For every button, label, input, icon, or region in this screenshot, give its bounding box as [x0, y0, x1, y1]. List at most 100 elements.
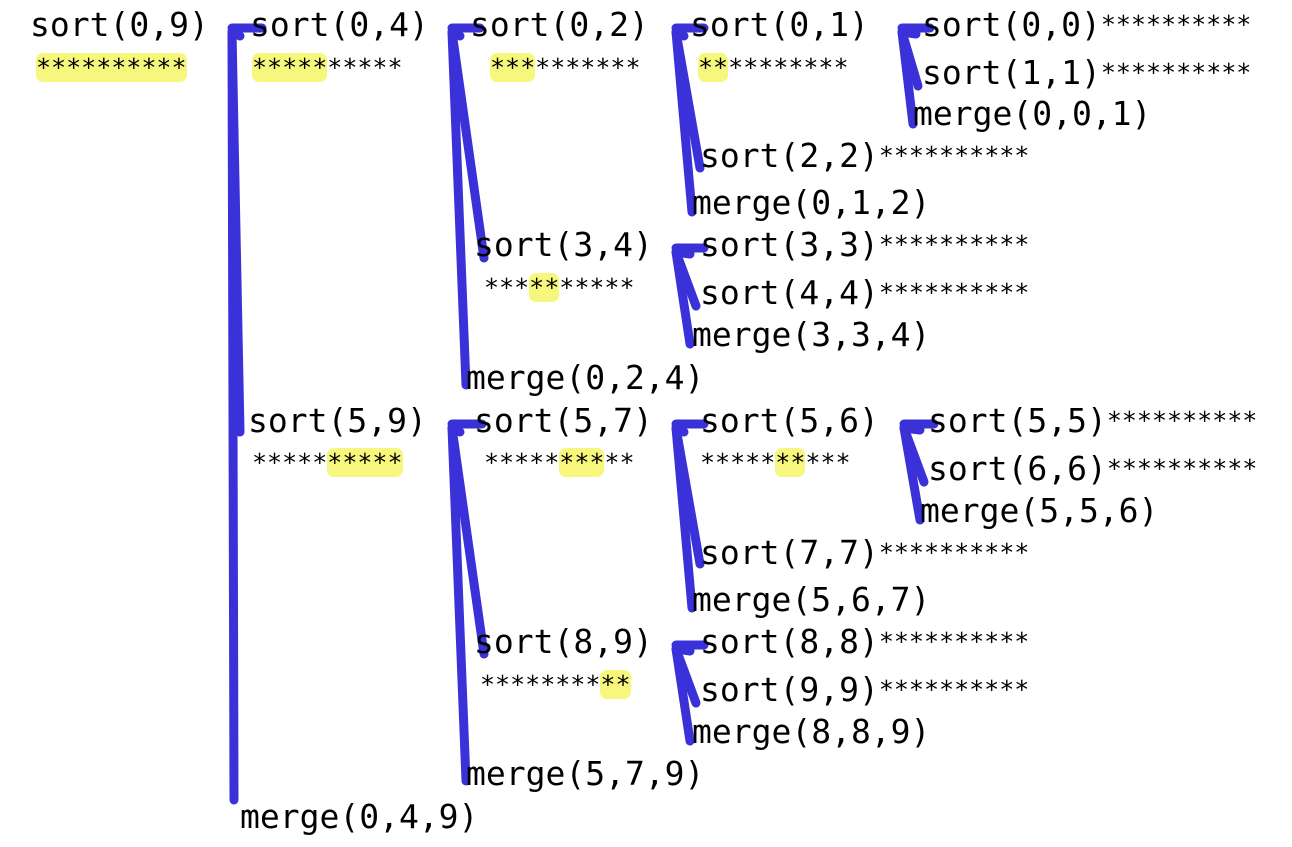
array-slot-inactive: ***: [484, 273, 530, 302]
sort-call-node[interactable]: sort(1,1)**********: [922, 56, 1251, 90]
array-slot-active: ***: [490, 53, 536, 82]
tree-edge: [897, 27, 923, 91]
array-slot-active: *: [908, 141, 924, 170]
array-state-row: **********: [36, 53, 187, 82]
sort-call-node[interactable]: sort(5,7): [474, 404, 653, 438]
sort-call-node[interactable]: sort(5,9): [248, 404, 427, 438]
call-label: sort(5,7): [474, 401, 653, 440]
call-label: sort(3,3)**********: [700, 225, 1030, 264]
array-slot-active: *****: [327, 448, 403, 477]
merge-call-node[interactable]: merge(5,5,6): [920, 494, 1158, 528]
sort-call-node[interactable]: sort(0,1): [690, 8, 869, 42]
array-slot-inactive: **: [878, 141, 909, 170]
array-state-row: **********: [480, 670, 631, 699]
array-slot-inactive: *: [1100, 58, 1116, 87]
sort-call-node[interactable]: sort(4,4)**********: [700, 276, 1029, 310]
array-slots: **********: [1101, 10, 1252, 39]
sort-call-node[interactable]: sort(3,3)**********: [700, 228, 1029, 262]
call-label: merge(0,0,1): [913, 94, 1152, 133]
tree-edge-group: [447, 419, 489, 786]
tree-edge: [671, 27, 705, 173]
array-state-row: **********: [698, 53, 849, 82]
array-slot-active: ***: [559, 448, 605, 477]
array-slot-inactive: *****: [700, 448, 776, 477]
array-slot-inactive: ********: [1130, 58, 1252, 87]
array-slot-inactive: ******: [1106, 454, 1198, 483]
tree-edge: [899, 423, 925, 525]
sort-call-node[interactable]: sort(0,4): [250, 8, 429, 42]
sort-call-node[interactable]: sort(5,5)**********: [928, 404, 1257, 438]
array-slot-active: **: [698, 53, 729, 82]
array-slot-active: *: [999, 627, 1015, 656]
array-slot-inactive: *******: [878, 538, 985, 567]
array-slot-active: *: [1100, 10, 1116, 39]
array-slot-active: *: [1115, 58, 1131, 87]
call-label: sort(9,9)**********: [700, 670, 1030, 709]
sort-call-node[interactable]: sort(0,2): [470, 8, 649, 42]
array-slot-inactive: **: [999, 538, 1030, 567]
merge-call-node[interactable]: merge(0,1,2): [692, 186, 930, 220]
merge-call-node[interactable]: merge(5,7,9): [466, 757, 704, 791]
tree-edge: [227, 27, 239, 805]
tree-edge: [671, 27, 689, 41]
array-slot-inactive: *: [1014, 627, 1030, 656]
array-state-row: **********: [484, 273, 635, 302]
array-slots: **********: [36, 53, 187, 82]
merge-call-node[interactable]: merge(5,6,7): [692, 583, 930, 617]
merge-call-node[interactable]: merge(0,2,4): [466, 361, 704, 395]
array-slots: **********: [879, 230, 1030, 259]
array-slot-inactive: *****: [327, 53, 403, 82]
tree-edge: [227, 27, 245, 437]
array-slots: **********: [252, 448, 403, 477]
tree-edge: [671, 247, 695, 259]
call-label: sort(5,6): [700, 401, 879, 440]
array-state-row: **********: [252, 53, 403, 82]
call-label: sort(5,5)**********: [928, 401, 1258, 440]
tree-edge: [447, 27, 465, 41]
sort-call-node[interactable]: sort(9,9)**********: [700, 673, 1029, 707]
array-slot-active: **: [600, 670, 631, 699]
sort-call-node[interactable]: sort(7,7)**********: [700, 536, 1029, 570]
sort-call-node[interactable]: sort(6,6)**********: [928, 452, 1257, 486]
merge-call-node[interactable]: merge(0,4,9): [240, 800, 478, 834]
tree-edge: [671, 644, 701, 708]
call-label: merge(3,3,4): [692, 315, 931, 354]
array-slot-inactive: *****: [1106, 406, 1183, 435]
call-label: sort(6,6)**********: [928, 449, 1258, 488]
array-slots: **********: [484, 448, 635, 477]
array-slot-inactive: ********: [728, 53, 849, 82]
call-label: sort(0,4): [250, 5, 429, 44]
array-slot-inactive: ********: [878, 627, 1000, 656]
call-label: sort(2,2)**********: [700, 136, 1030, 175]
call-label: merge(8,8,9): [692, 712, 931, 751]
array-slot-inactive: *****: [559, 273, 635, 302]
array-slots: **********: [700, 448, 851, 477]
sort-call-node[interactable]: sort(8,8)**********: [700, 625, 1029, 659]
array-slots: **********: [252, 53, 403, 82]
sort-call-node[interactable]: sort(8,9): [474, 625, 653, 659]
call-label: sort(0,2): [470, 5, 649, 44]
array-state-row: **********: [700, 448, 851, 477]
array-slots: **********: [879, 675, 1030, 704]
array-slots: **********: [879, 141, 1030, 170]
sort-call-node[interactable]: sort(2,2)**********: [700, 139, 1029, 173]
tree-edge: [899, 423, 925, 435]
tree-edge: [671, 247, 695, 349]
call-label: sort(7,7)**********: [700, 533, 1030, 572]
array-slots: **********: [879, 627, 1030, 656]
tree-edge: [671, 423, 705, 569]
array-slot-inactive: *****: [954, 278, 1030, 307]
tree-edge: [447, 423, 471, 786]
tree-edge: [897, 27, 918, 129]
sort-call-node[interactable]: sort(0,0)**********: [922, 8, 1251, 42]
call-label: sort(1,1)**********: [922, 53, 1252, 92]
array-slot-inactive: ***: [805, 448, 851, 477]
merge-call-node[interactable]: merge(0,0,1): [913, 97, 1151, 131]
sort-call-node[interactable]: sort(0,9): [30, 8, 209, 42]
sort-call-node[interactable]: sort(3,4): [474, 228, 653, 262]
merge-call-node[interactable]: merge(8,8,9): [692, 715, 930, 749]
sort-call-node[interactable]: sort(5,6): [700, 404, 879, 438]
merge-call-node[interactable]: merge(3,3,4): [692, 318, 930, 352]
tree-edge: [447, 423, 465, 437]
call-label: merge(0,1,2): [692, 183, 931, 222]
